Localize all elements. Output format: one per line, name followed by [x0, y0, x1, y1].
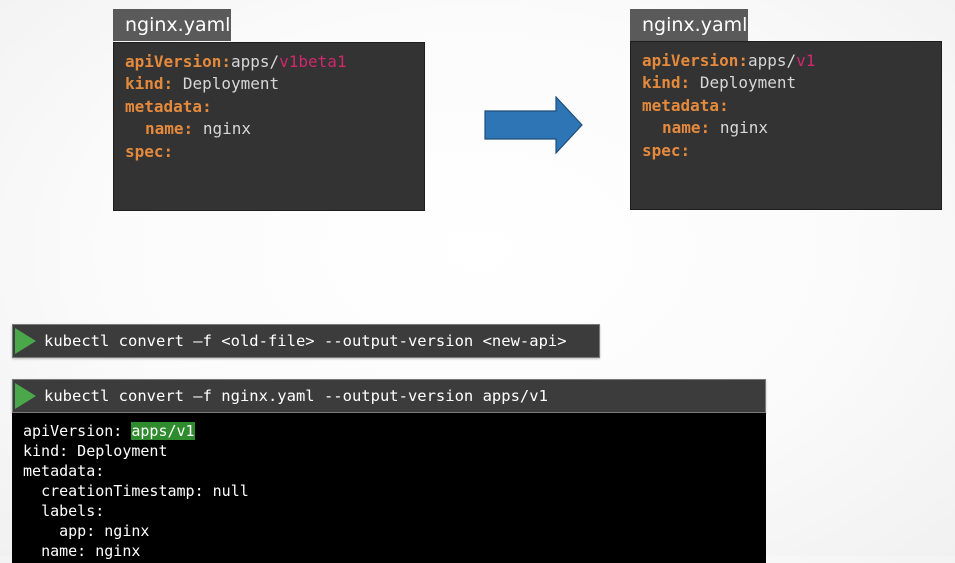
left-yaml-line-metadata: metadata:	[125, 96, 212, 116]
output-line-metadata: metadata:	[23, 462, 105, 480]
new-api-version: v1	[796, 51, 816, 70]
output-line-labels: labels:	[41, 502, 105, 520]
right-yaml-line-api: apiVersion:apps/v1	[642, 51, 816, 70]
right-yaml-body: apiVersion:apps/v1 kind: Deployment meta…	[630, 41, 942, 210]
example-command-text: kubectl convert –f nginx.yaml --output-v…	[44, 387, 548, 405]
syntax-command-bar: kubectl convert –f <old-file> --output-v…	[12, 324, 600, 358]
example-command-bar: kubectl convert –f nginx.yaml --output-v…	[12, 379, 766, 413]
right-yaml-line-name: name: nginx	[662, 118, 768, 138]
right-arrow-icon	[484, 96, 583, 154]
left-yaml-line-name: name: nginx	[145, 119, 251, 139]
command-output-terminal: apiVersion: apps/v1 kind: Deployment met…	[12, 413, 766, 563]
left-yaml-body: apiVersion:apps/v1beta1 kind: Deployment…	[113, 42, 425, 211]
right-yaml-line-metadata: metadata:	[642, 95, 729, 115]
output-line-kind: kind: Deployment	[23, 442, 168, 460]
play-triangle-icon	[15, 383, 36, 409]
output-line-api: apiVersion: apps/v1	[23, 422, 195, 440]
output-line-app: app: nginx	[59, 522, 150, 540]
right-yaml-line-spec: spec:	[642, 140, 691, 160]
right-yaml-line-kind: kind: Deployment	[642, 73, 797, 93]
output-line-name: name: nginx	[41, 542, 141, 560]
left-yaml-line-kind: kind: Deployment	[125, 74, 280, 94]
old-api-version: v1beta1	[279, 52, 347, 71]
output-api-version-highlight: apps/v1	[131, 422, 195, 440]
play-triangle-icon	[15, 328, 36, 354]
output-line-creation: creationTimestamp: null	[41, 482, 249, 500]
left-yaml-line-spec: spec:	[125, 141, 174, 161]
left-yaml-line-api: apiVersion:apps/v1beta1	[125, 52, 347, 71]
right-file-tab: nginx.yaml	[630, 9, 748, 41]
syntax-command-text: kubectl convert –f <old-file> --output-v…	[44, 332, 567, 350]
left-file-tab: nginx.yaml	[113, 9, 231, 41]
